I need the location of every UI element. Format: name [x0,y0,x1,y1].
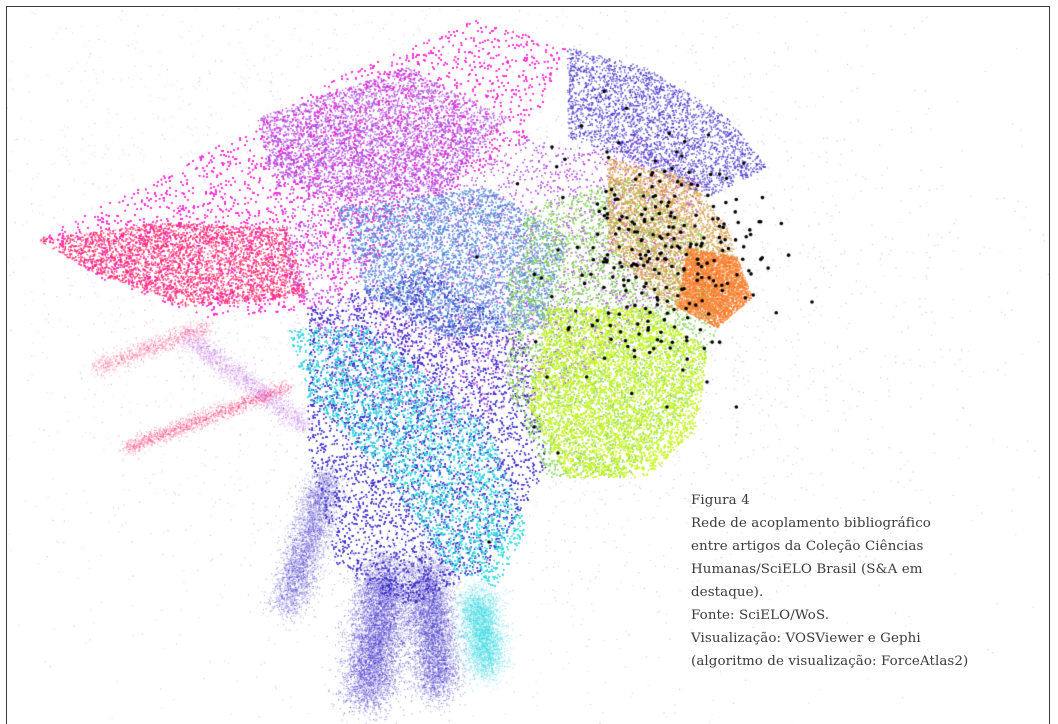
bibliographic-coupling-network [7,7,1049,724]
caption-source: Fonte: SciELO/WoS. [691,608,830,623]
caption-title-line-1: Rede de acoplamento bibliográfico [691,516,931,531]
caption-title-line-2: entre artigos da Coleção Ciências [691,539,924,554]
figure-caption: Figura 4 Rede de acoplamento bibliográfi… [691,489,1049,673]
caption-algorithm: (algoritmo de visualização: ForceAtlas2) [691,654,969,669]
caption-visualization: Visualização: VOSViewer e Gephi [691,631,921,646]
caption-title-line-4: destaque). [691,585,764,600]
caption-figure-number: Figura 4 [691,493,750,508]
caption-title-line-3: Humanas/SciELO Brasil (S&A em [691,562,923,577]
figure-frame: Figura 4 Rede de acoplamento bibliográfi… [6,6,1050,724]
